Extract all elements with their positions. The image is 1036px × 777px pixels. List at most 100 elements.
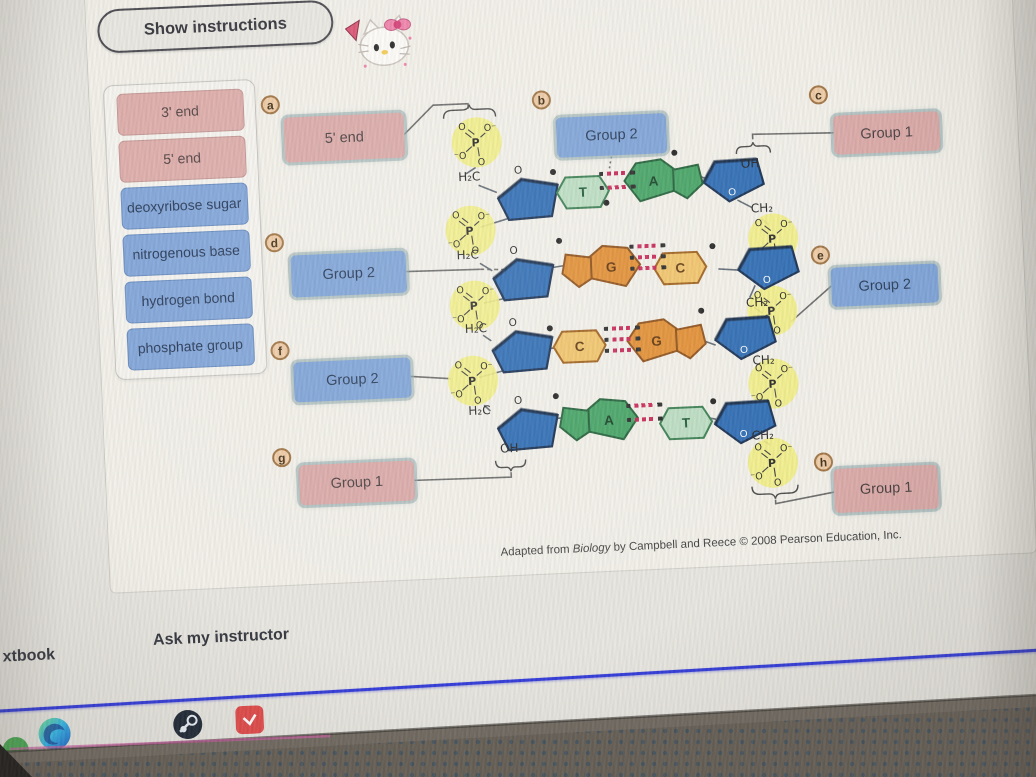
base-cytosine: C xyxy=(552,329,607,364)
svg-text:C: C xyxy=(675,260,686,275)
h2c-label: H₂C xyxy=(457,169,481,185)
deoxyribose-sugar: O xyxy=(713,398,777,445)
svg-text:P: P xyxy=(768,378,777,391)
chip-5-prime-end[interactable]: 5' end xyxy=(117,135,247,183)
svg-text:O: O xyxy=(774,477,782,488)
svg-text:G: G xyxy=(651,333,662,348)
drop-zone-f[interactable]: Group 2 xyxy=(293,357,412,403)
ring-oxygen-label: O xyxy=(508,316,518,330)
ring-oxygen-label: O xyxy=(513,394,523,407)
svg-text:O: O xyxy=(755,363,763,374)
svg-text:O: O xyxy=(774,398,782,409)
green-app-icon[interactable] xyxy=(2,736,30,764)
svg-text:⁻O: ⁻O xyxy=(454,151,467,163)
svg-text:O: O xyxy=(740,429,748,440)
svg-text:O: O xyxy=(740,345,748,356)
base-guanine: G xyxy=(561,244,642,289)
svg-text:⁻O: ⁻O xyxy=(452,314,465,326)
svg-text:A: A xyxy=(648,173,659,188)
svg-text:O: O xyxy=(754,442,762,453)
drop-zone-a[interactable]: 5' end xyxy=(283,112,406,163)
svg-text:P: P xyxy=(471,136,480,149)
phosphate-group: O O⁻ ⁻O O P xyxy=(448,278,502,332)
h2c-label: H₂C xyxy=(456,247,480,263)
svg-text:O: O xyxy=(458,122,466,133)
svg-text:O⁻: O⁻ xyxy=(779,291,792,303)
chip-deoxyribose-sugar[interactable]: deoxyribose sugar xyxy=(119,182,249,230)
word-bank: 3' end 5' end deoxyribose sugar nitrogen… xyxy=(102,78,268,381)
svg-text:T: T xyxy=(578,185,588,200)
chip-hydrogen-bond[interactable]: hydrogen bond xyxy=(123,276,253,324)
svg-text:P: P xyxy=(767,304,776,317)
svg-text:O⁻: O⁻ xyxy=(780,219,793,231)
svg-text:O: O xyxy=(452,210,460,221)
svg-text:O: O xyxy=(474,395,482,406)
svg-text:O: O xyxy=(478,157,486,168)
deoxyribose-sugar: O xyxy=(736,244,800,291)
base-thymine: T xyxy=(555,175,611,210)
svg-text:P: P xyxy=(768,457,777,470)
svg-text:O⁻: O⁻ xyxy=(482,286,495,298)
check-icon xyxy=(242,713,257,726)
drop-zone-b[interactable]: Group 2 xyxy=(555,113,668,158)
svg-text:O: O xyxy=(754,290,762,301)
base-adenine: A xyxy=(623,158,704,203)
svg-text:⁻O: ⁻O xyxy=(448,239,461,251)
ask-my-instructor-link[interactable]: Ask my instructor xyxy=(152,626,290,649)
svg-text:O: O xyxy=(754,218,762,229)
svg-text:⁻O: ⁻O xyxy=(750,471,763,483)
svg-text:O: O xyxy=(476,320,484,331)
ring-oxygen-label: O xyxy=(509,244,518,258)
svg-text:O: O xyxy=(456,285,464,296)
phosphate-group: O O⁻ ⁻O O P xyxy=(450,115,504,169)
h2c-label: H₂C xyxy=(468,402,491,418)
phosphate-group: O O⁻ ⁻O O P xyxy=(746,357,800,411)
svg-text:O: O xyxy=(728,187,736,198)
svg-text:A: A xyxy=(604,413,615,428)
steam-icon[interactable] xyxy=(172,709,203,740)
svg-text:T: T xyxy=(682,415,692,430)
phosphate-group: O O⁻ ⁻O O P xyxy=(746,436,800,490)
ch2-label: CH₂ xyxy=(752,352,775,368)
svg-text:⁻O: ⁻O xyxy=(751,392,764,404)
deoxyribose-sugar: O xyxy=(701,157,766,203)
drop-zone-g[interactable]: Group 1 xyxy=(298,460,416,506)
svg-text:P: P xyxy=(469,299,478,312)
svg-text:⁻O: ⁻O xyxy=(450,389,463,401)
svg-text:O⁻: O⁻ xyxy=(480,361,493,373)
base-thymine: T xyxy=(658,405,714,441)
drop-zone-c[interactable]: Group 1 xyxy=(832,111,941,155)
chip-nitrogenous-base[interactable]: nitrogenous base xyxy=(121,229,251,277)
svg-text:O⁻: O⁻ xyxy=(780,364,793,376)
red-check-app-icon[interactable] xyxy=(235,705,265,735)
drop-zone-h[interactable]: Group 1 xyxy=(833,464,940,514)
etextbook-link[interactable]: xtbook xyxy=(2,646,56,666)
svg-text:P: P xyxy=(768,232,777,245)
deoxyribose-sugar xyxy=(492,257,555,302)
ch2-label: CH₂ xyxy=(750,200,774,216)
hello-kitty-cursor-icon xyxy=(344,14,412,68)
svg-text:G: G xyxy=(606,259,617,274)
drop-zone-d[interactable]: Group 2 xyxy=(290,250,408,298)
h2c-label: H₂C xyxy=(464,321,488,337)
oh-label: OH xyxy=(499,440,519,456)
ch2-label: CH₂ xyxy=(745,294,769,310)
chip-phosphate-group[interactable]: phosphate group xyxy=(125,323,255,371)
oh-label: OH xyxy=(740,156,760,171)
window-border-line xyxy=(0,638,1036,715)
svg-text:O: O xyxy=(763,275,771,286)
svg-text:O⁻: O⁻ xyxy=(484,122,497,134)
drop-zone-e[interactable]: Group 2 xyxy=(830,263,940,307)
svg-text:O⁻: O⁻ xyxy=(780,443,793,455)
svg-text:P: P xyxy=(465,225,474,238)
svg-text:P: P xyxy=(468,375,477,388)
chip-3-prime-end[interactable]: 3' end xyxy=(115,88,245,137)
svg-text:C: C xyxy=(574,339,585,354)
deoxyribose-sugar xyxy=(496,177,559,222)
edge-browser-icon[interactable] xyxy=(37,717,71,751)
base-adenine: A xyxy=(559,398,640,442)
ring-oxygen-label: O xyxy=(513,164,523,177)
svg-text:O: O xyxy=(773,325,781,336)
